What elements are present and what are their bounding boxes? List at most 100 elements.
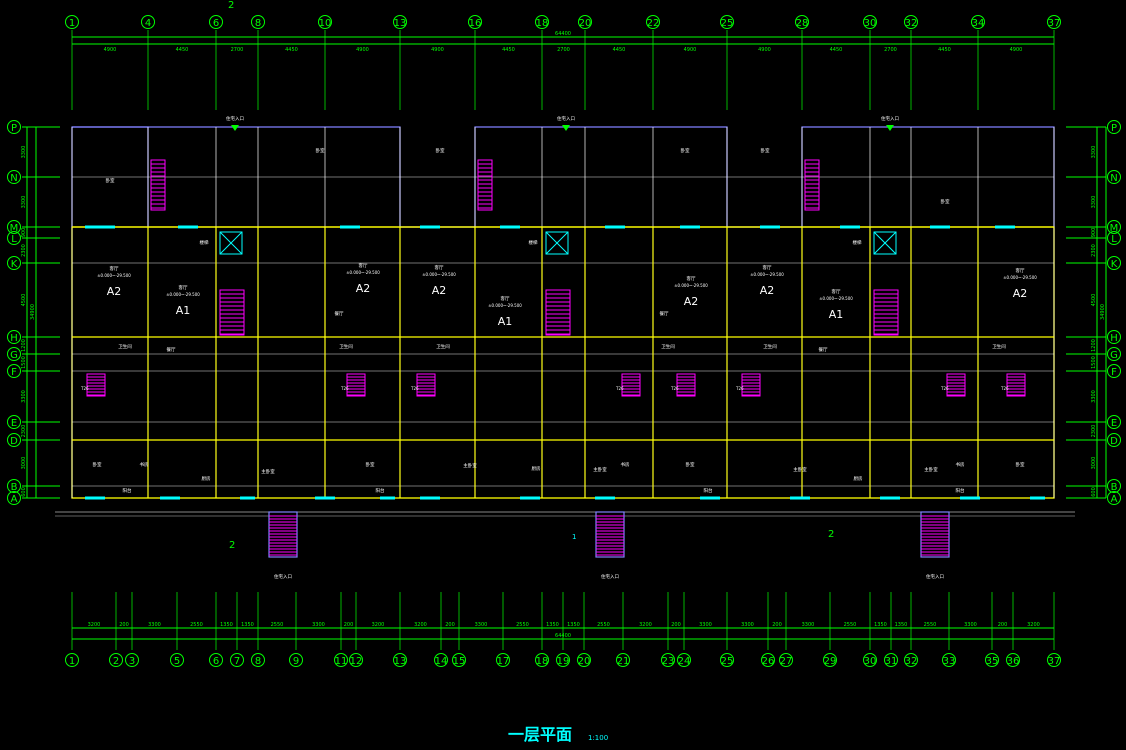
room-balcony: 阳台: [956, 487, 965, 494]
room-bath: 卫生间: [992, 343, 1006, 350]
grid-label-right: M: [1110, 223, 1119, 234]
grid-label-top: 4: [145, 18, 151, 29]
grid-label-right: D: [1110, 436, 1118, 447]
grid-bubble-bottom: [1006, 653, 1020, 667]
grid-label-top: 25: [721, 18, 734, 29]
grid-bubble-bottom: [577, 653, 591, 667]
room-dining: 餐厅: [819, 346, 828, 353]
dim-left: 4500: [21, 294, 27, 307]
grid-label-top: 8: [255, 18, 261, 29]
grid-bubble-top: [318, 15, 332, 29]
stair-code: T26: [1000, 386, 1009, 391]
grid-label-left: D: [10, 436, 18, 447]
room-bedroom: 卧室: [1016, 461, 1025, 468]
grid-label-left: G: [10, 350, 18, 361]
grid-bubble-bottom: [985, 653, 999, 667]
room-dining: 餐厅: [660, 310, 669, 317]
unit-level-text: ±0.000~-29.500: [166, 292, 200, 297]
grid-label-top: 37: [1048, 18, 1061, 29]
grid-bubble-right: [1107, 170, 1121, 184]
dim-total-right: 34900: [1100, 304, 1106, 320]
dim-left: 900: [21, 228, 27, 238]
grid-label-bottom: 6: [213, 656, 219, 667]
room-balcony: 阳台: [123, 487, 132, 494]
room-bath: 卫生间: [763, 343, 777, 350]
grid-bubble-bottom: [779, 653, 793, 667]
dim-bottom: 200: [772, 622, 782, 628]
dim-bottom: 3200: [1027, 622, 1040, 628]
room-bedroom: 卧室: [436, 147, 445, 154]
grid-label-bottom: 23: [662, 656, 675, 667]
grid-label-bottom: 27: [780, 656, 793, 667]
grid-label-left: B: [11, 482, 18, 493]
dim-right: 3000: [1091, 457, 1097, 470]
grid-label-top: 16: [469, 18, 482, 29]
small-stair: [621, 373, 641, 397]
grid-bubble-bottom: [823, 653, 837, 667]
unit-level-text: ±0.000~-29.500: [422, 272, 456, 277]
dim-left: 1500: [21, 356, 27, 369]
grid-bubble-right: [1107, 415, 1121, 429]
grid-bubble-left: [7, 330, 21, 344]
grid-bubble-bottom: [230, 653, 244, 667]
room-master-bedroom: 主卧室: [924, 466, 938, 473]
room-living: 客厅: [832, 288, 841, 295]
dim-right: 3300: [1091, 196, 1097, 209]
dim-bottom: 3300: [964, 622, 977, 628]
grid-bubble-bottom: [761, 653, 775, 667]
grid-bubble-bottom: [942, 653, 956, 667]
grid-bubble-left: [7, 479, 21, 493]
dim-top: 4900: [104, 47, 117, 53]
entrance-marker: [562, 125, 570, 131]
room-living: 客厅: [110, 265, 119, 272]
drawing-scale: 1:100: [588, 734, 608, 742]
grid-label-bottom: 35: [986, 656, 999, 667]
dim-bottom: 200: [445, 622, 455, 628]
dim-bottom: 3200: [639, 622, 652, 628]
dim-left: 600: [21, 487, 27, 497]
dim-bottom: 200: [344, 622, 354, 628]
grid-bubble-bottom: [109, 653, 123, 667]
room-living: 客厅: [179, 284, 188, 291]
stair-run: [804, 159, 820, 211]
room-bedroom: 卧室: [941, 198, 950, 205]
grid-label-bottom: 25: [721, 656, 734, 667]
room-stair: 楼梯: [853, 239, 862, 246]
dim-top: 4450: [285, 47, 298, 53]
grid-label-bottom: 30: [864, 656, 877, 667]
stair-code: T26: [410, 386, 419, 391]
grid-label-top: 28: [796, 18, 809, 29]
grid-label-bottom: 20: [578, 656, 591, 667]
unit-type-label: A1: [829, 308, 844, 321]
dim-top: 4450: [830, 47, 843, 53]
small-stair: [86, 373, 106, 397]
grid-label-right: K: [1111, 259, 1118, 270]
dim-bottom: 1350: [220, 622, 233, 628]
grid-label-right: L: [1111, 234, 1117, 245]
entrance-label: 住宅入口: [601, 573, 619, 580]
center-section-label: 1: [572, 533, 576, 541]
grid-bubble-bottom: [452, 653, 466, 667]
grid-bubble-left: [7, 364, 21, 378]
grid-label-left: N: [10, 173, 17, 184]
unit-type-label: A2: [1013, 287, 1028, 300]
grid-label-top: 1: [69, 18, 75, 29]
dim-bottom: 2550: [924, 622, 937, 628]
stair-run: [873, 289, 899, 336]
dim-bottom: 2550: [844, 622, 857, 628]
dim-bottom: 200: [671, 622, 681, 628]
small-stair: [676, 373, 696, 397]
grid-label-right: G: [1110, 350, 1118, 361]
grid-bubble-left: [7, 220, 21, 234]
grid-bubble-top: [65, 15, 79, 29]
stair-run: [545, 289, 571, 336]
dim-bottom: 3200: [414, 622, 427, 628]
small-stair: [346, 373, 366, 397]
dim-bottom: 3300: [802, 622, 815, 628]
grid-bubble-left: [7, 231, 21, 245]
grid-bubble-top: [795, 15, 809, 29]
room-study: 书房: [956, 461, 965, 468]
